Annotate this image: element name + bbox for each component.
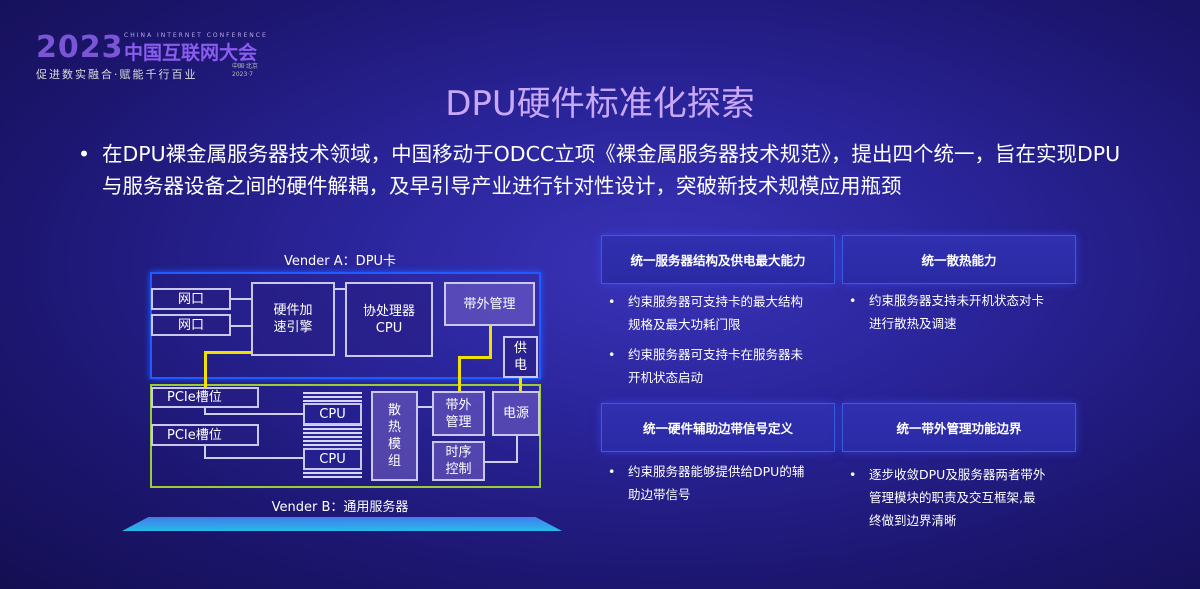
bullet-dot: • bbox=[78, 142, 91, 166]
connector bbox=[418, 406, 432, 408]
connector bbox=[335, 288, 345, 290]
logo-chinese: 中国互联网大会 bbox=[124, 42, 258, 64]
logo-place: 中国·北京 bbox=[232, 63, 258, 70]
timing-control: 时序控制 bbox=[432, 441, 485, 481]
yellow-link bbox=[204, 351, 207, 387]
yellow-link bbox=[204, 351, 252, 354]
pcie-slot-1: PCIe槽位 bbox=[151, 387, 259, 408]
connector bbox=[485, 461, 518, 463]
network-port-2: 网口 bbox=[151, 314, 231, 336]
bullet-text: 逐步收敛DPU及服务器两者带外管理模块的职责及交互框架,最终做到边界清晰 bbox=[847, 463, 1047, 532]
logo-english: CHINA INTERNET CONFERENCE bbox=[124, 32, 268, 39]
bullet-text: 约束服务器可支持卡在服务器未开机状态启动 bbox=[606, 343, 806, 389]
connector bbox=[204, 457, 304, 459]
conference-logo: 2023 CHINA INTERNET CONFERENCE 中国互联网大会 促… bbox=[36, 30, 276, 81]
yellow-link bbox=[489, 326, 492, 358]
logo-year: 2023 bbox=[36, 30, 124, 65]
vendor-b-label: Vender B：通用服务器 bbox=[271, 500, 409, 515]
hw-accel-engine: 硬件加速引擎 bbox=[251, 282, 335, 356]
cooling-module: 散热模组 bbox=[371, 391, 418, 481]
connector bbox=[516, 436, 518, 463]
cpu-1: CPU bbox=[303, 403, 362, 425]
card-title-structure-power: 统一服务器结构及供电最大能力 bbox=[601, 235, 835, 284]
vendor-a-label: Vender A：DPU卡 bbox=[283, 254, 397, 269]
connector bbox=[204, 413, 304, 415]
connector bbox=[204, 408, 206, 414]
power-unit: 电源 bbox=[492, 391, 540, 436]
bullet-text: 约束服务器支持未开机状态对卡进行散热及调速 bbox=[847, 289, 1047, 335]
slide-title: DPU硬件标准化探索 bbox=[445, 84, 755, 124]
connector bbox=[204, 446, 206, 458]
yellow-link bbox=[519, 378, 522, 391]
card-title-cooling: 统一散热能力 bbox=[842, 235, 1076, 284]
pcie-slot-2: PCIe槽位 bbox=[151, 424, 259, 446]
intro-text: 在DPU裸金属服务器技术领域，中国移动于ODCC立项《裸金属服务器技术规范》，提… bbox=[102, 142, 1121, 198]
card-title-oob: 统一带外管理功能边界 bbox=[842, 403, 1076, 452]
oob-mgmt-dpu: 带外管理 bbox=[444, 282, 535, 326]
connector bbox=[231, 325, 251, 327]
bullet-text: 约束服务器能够提供给DPU的辅助边带信号 bbox=[606, 460, 806, 506]
logo-slogan: 促进数实融合·赋能千行百业 bbox=[36, 68, 198, 81]
network-port-1: 网口 bbox=[151, 288, 231, 310]
intro-bullet: • 在DPU裸金属服务器技术领域，中国移动于ODCC立项《裸金属服务器技术规范》，… bbox=[78, 138, 1138, 202]
platform-base bbox=[122, 517, 562, 531]
logo-date-text: 2023·7 bbox=[232, 71, 253, 78]
connector bbox=[231, 298, 251, 300]
bullet-text: 约束服务器可支持卡的最大结构规格及最大功耗门限 bbox=[606, 290, 806, 336]
yellow-link bbox=[458, 356, 461, 391]
yellow-link bbox=[458, 356, 492, 359]
power-supply-dpu: 供电 bbox=[503, 336, 538, 378]
card-title-sideband: 统一硬件辅助边带信号定义 bbox=[601, 403, 835, 452]
coprocessor-cpu: 协处理器CPU bbox=[345, 282, 433, 357]
oob-mgmt-server: 带外管理 bbox=[432, 391, 485, 436]
cpu-2: CPU bbox=[303, 448, 362, 470]
